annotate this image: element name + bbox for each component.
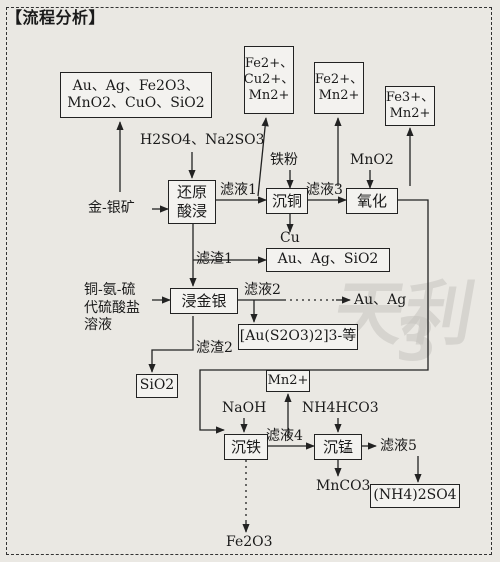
filtrate1-ions-box: Fe2+、 Cu2+、 Mn2+ — [244, 46, 294, 114]
ammonium-sulfate-box: (NH4)2SO4 — [370, 484, 460, 508]
copper-precip-step: 沉铜 — [266, 188, 308, 214]
au-ag-label: Au、Ag — [354, 292, 407, 308]
leach-solution-label: 铜-氨-硫 代硫酸盐 溶液 — [84, 282, 140, 333]
arrow-to-filtrate1-ions — [257, 117, 269, 197]
arrow-loop-to-iron-precip — [199, 199, 429, 434]
residue2-label: 滤渣2 — [196, 340, 233, 356]
filtrate2-label: 滤液2 — [244, 282, 281, 298]
ore-label: 金-银矿 — [88, 200, 135, 216]
residue1-label: 滤渣1 — [196, 251, 233, 267]
nh4hco3-label: NH4HCO3 — [302, 400, 379, 416]
fe2o3-label: Fe2O3 — [226, 534, 273, 550]
oxidize-step: 氧化 — [346, 188, 398, 214]
arrow-to-sio2 — [148, 316, 194, 373]
iron-powder-label: 铁粉 — [270, 152, 298, 168]
dashed-frame — [6, 7, 492, 555]
reduce-leach-step: 还原 酸浸 — [168, 180, 216, 224]
mn-precip-step: 沉锰 — [314, 434, 362, 460]
filtrate4-label: 滤液4 — [266, 428, 303, 444]
oxidized-ions-box: Fe3+、 Mn2+ — [385, 86, 435, 126]
cu-label: Cu — [280, 230, 300, 246]
gold-leach-step: 浸金银 — [170, 288, 238, 314]
mnco3-label: MnCO3 — [316, 478, 371, 494]
filtrate5-label: 滤液5 — [380, 438, 417, 454]
complex-box: [Au(S2O3)2]3-等 — [238, 324, 358, 350]
sio2-box: SiO2 — [136, 374, 178, 398]
residue-top-box: Au、Ag、Fe2O3、 MnO2、CuO、SiO2 — [60, 72, 212, 118]
residue1-content-box: Au、Ag、SiO2 — [266, 248, 390, 272]
naoh-label: NaOH — [222, 400, 267, 416]
mno2-label: MnO2 — [350, 152, 394, 168]
section-header: 【流程分析】 — [6, 8, 106, 27]
filtrate3-label: 滤液3 — [306, 182, 343, 198]
iron-precip-step: 沉铁 — [224, 434, 268, 460]
filtrate1-label: 滤液1 — [220, 182, 257, 198]
reagents-label: H2SO4、Na2SO3 — [140, 132, 265, 148]
filtrate3-ions-box: Fe2+、 Mn2+ — [314, 62, 364, 114]
mn-ion-box: Mn2+ — [266, 370, 310, 392]
